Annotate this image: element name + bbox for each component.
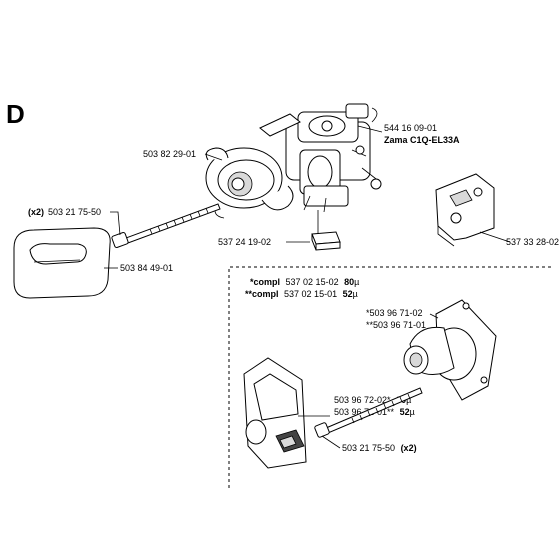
leader-upper-screw — [110, 211, 121, 236]
bracket-drawing — [435, 173, 495, 247]
leader-lower-screw — [321, 435, 341, 449]
compl-80-row: *compl 537 02 15-02 80µ — [250, 277, 359, 287]
leader-bracket — [479, 231, 511, 243]
filter-part-number: 503 84 49-01 — [120, 263, 173, 273]
upper-screw-part-number: 503 21 75-50 — [48, 207, 101, 217]
plate-drawing — [311, 231, 341, 251]
adapter-drawing — [403, 299, 497, 401]
leader-intake — [204, 153, 223, 161]
adapter-80-part-number: *503 96 71-02 — [366, 308, 423, 318]
bracket-part-number: 537 33 28-02 — [506, 237, 559, 247]
section-letter: D — [6, 99, 25, 129]
intake-manifold-drawing — [205, 147, 294, 219]
adapter-52-part-number: **503 96 71-01 — [366, 320, 426, 330]
intake-part-number: 503 82 29-01 — [143, 149, 196, 159]
carburetor-drawing — [259, 103, 382, 213]
upper-screw-drawing — [111, 203, 221, 248]
leader-carburetor — [357, 125, 383, 133]
carburetor-model: Zama C1Q-EL33A — [384, 135, 460, 145]
air-filter-drawing — [13, 227, 111, 299]
compl-52-row: **compl 537 02 15-01 52µ — [245, 289, 358, 299]
leader-adapter — [429, 313, 439, 319]
carburetor-part-number: 544 16 09-01 — [384, 123, 437, 133]
lower-screw-drawing — [314, 387, 423, 438]
heat-shield-drawing — [243, 357, 307, 469]
plate-part-number: 537 24 19-02 — [218, 237, 271, 247]
lower-screw-row: 503 21 75-50 (x2) — [342, 443, 417, 453]
kit-frame — [228, 266, 552, 488]
upper-screw-qty: (x2) — [28, 207, 44, 217]
